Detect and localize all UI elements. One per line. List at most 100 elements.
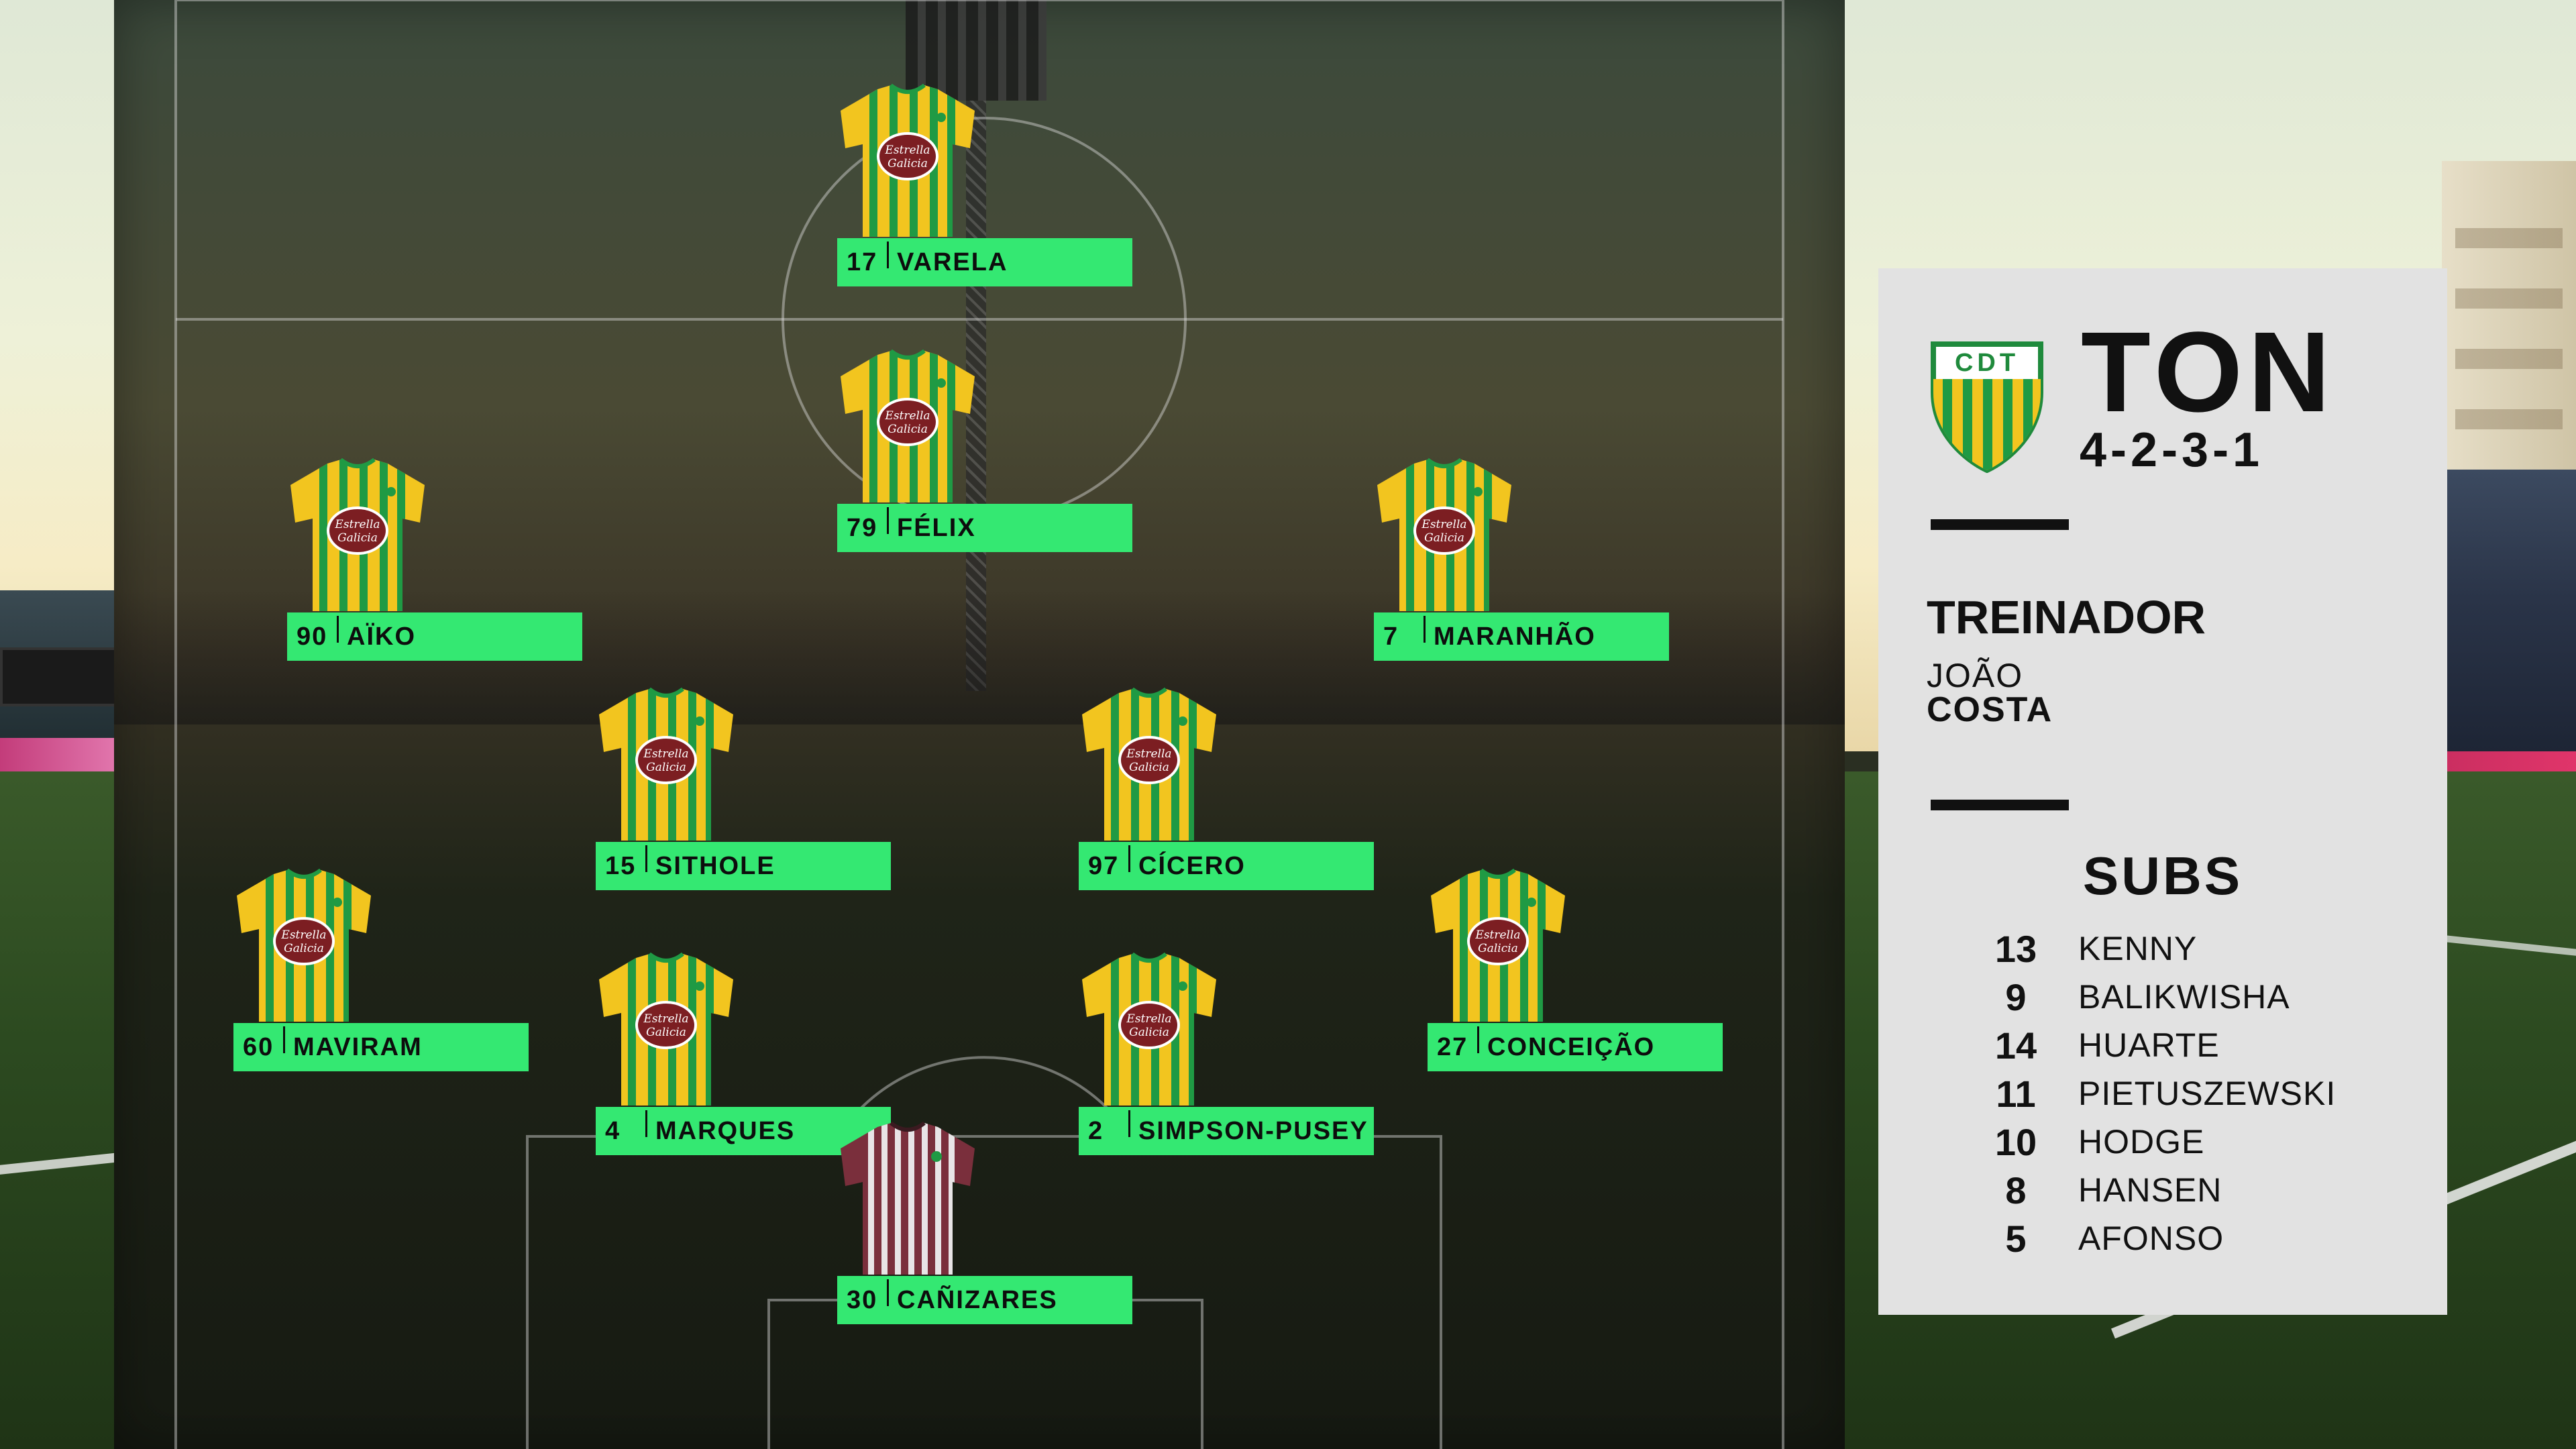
tag-separator <box>337 616 339 643</box>
sub-number: 10 <box>1994 1120 2037 1163</box>
player-number: 30 <box>847 1285 878 1314</box>
tag-separator <box>645 845 647 872</box>
tag-separator <box>1128 845 1130 872</box>
sub-number: 8 <box>2005 1169 2027 1212</box>
tag-separator <box>887 241 889 268</box>
player-tag: 7 MARANHÃO <box>1374 612 1669 661</box>
player-tag: 30 CAÑIZARES <box>837 1276 1132 1324</box>
tag-separator <box>1424 616 1426 643</box>
player-name: CÍCERO <box>1138 851 1246 880</box>
sponsor-logo-text: Estrella <box>1126 1012 1171 1026</box>
sub-number: 13 <box>1994 927 2037 970</box>
sub-row[interactable]: 5 AFONSO <box>1878 1214 2447 1263</box>
sub-number: 5 <box>2005 1217 2027 1260</box>
player-tag: 17 VARELA <box>837 238 1132 286</box>
formation-label: 4-2-3-1 <box>2080 423 2264 477</box>
sub-name: KENNY <box>2078 930 2198 967</box>
sub-number: 11 <box>1996 1072 2036 1115</box>
sub-row[interactable]: 10 HODGE <box>1878 1118 2447 1166</box>
sponsor-logo-text: Galicia <box>284 942 324 955</box>
sponsor-logo-text: Galicia <box>1129 1026 1169 1039</box>
tag-separator <box>283 1026 285 1053</box>
sponsor-logo-text: Galicia <box>1424 531 1464 545</box>
player-name: AÏKO <box>347 622 416 651</box>
player-name: SIMPSON-PUSEY <box>1138 1116 1368 1145</box>
team-abbreviation: TON <box>2081 309 2336 436</box>
sponsor-logo-text: Estrella <box>1474 928 1520 942</box>
sub-row[interactable]: 8 HANSEN <box>1878 1166 2447 1214</box>
player-number: 4 <box>605 1116 621 1145</box>
building <box>2442 161 2576 510</box>
sub-name: HUARTE <box>2078 1026 2220 1064</box>
sub-row[interactable]: 11 PIETUSZEWSKI <box>1878 1069 2447 1118</box>
tag-separator <box>1477 1026 1479 1053</box>
player-name: MARANHÃO <box>1434 622 1596 651</box>
sponsor-logo-text: Estrella <box>1126 747 1171 761</box>
tag-separator <box>645 1110 647 1137</box>
goalkeeper-shirt-icon <box>841 1122 975 1275</box>
sponsor-logo-text: Galicia <box>888 423 928 436</box>
sub-name: AFONSO <box>2078 1220 2224 1257</box>
sponsor-logo-text: Galicia <box>646 761 686 774</box>
club-crest-icon: CDT <box>1931 341 2043 473</box>
coach-first-name: JOÃO <box>1927 657 2024 694</box>
sub-name: HODGE <box>2078 1123 2205 1161</box>
floodlight <box>906 0 1046 101</box>
player-tag: 2 SIMPSON-PUSEY <box>1079 1107 1374 1155</box>
player-tag: 60 MAVIRAM <box>233 1023 529 1071</box>
player-tag: 4 MARQUES <box>596 1107 891 1155</box>
player-tag: 97 CÍCERO <box>1079 842 1374 890</box>
player-tag: 79 FÉLIX <box>837 504 1132 552</box>
player-number: 60 <box>243 1032 274 1061</box>
coach-heading: TREINADOR <box>1927 591 2206 643</box>
player-card[interactable]: 30 CAÑIZARES <box>837 1122 1132 1324</box>
sponsor-logo-text: Estrella <box>1421 518 1466 531</box>
sub-row[interactable]: 9 BALIKWISHA <box>1878 973 2447 1021</box>
sub-name: PIETUSZEWSKI <box>2078 1075 2337 1112</box>
sub-number: 9 <box>2005 975 2027 1018</box>
divider <box>1931 519 2069 530</box>
player-number: 17 <box>847 248 878 276</box>
player-number: 27 <box>1437 1032 1468 1061</box>
sponsor-logo-text: Galicia <box>888 157 928 170</box>
pitch-markings <box>174 0 1784 1449</box>
tag-separator <box>887 1279 889 1306</box>
penalty-box <box>526 1135 1442 1449</box>
sub-row[interactable]: 13 KENNY <box>1878 924 2447 973</box>
player-number: 15 <box>605 851 637 880</box>
sub-name: BALIKWISHA <box>2078 978 2290 1016</box>
player-name: FÉLIX <box>897 513 976 542</box>
player-name: MARQUES <box>655 1116 796 1145</box>
player-name: VARELA <box>897 248 1008 276</box>
sponsor-logo-text: Estrella <box>884 409 930 423</box>
player-tag: 15 SITHOLE <box>596 842 891 890</box>
divider <box>1931 800 2069 810</box>
tag-separator <box>887 507 889 534</box>
sub-row[interactable]: 14 HUARTE <box>1878 1021 2447 1069</box>
player-tag: 27 CONCEIÇÃO <box>1428 1023 1723 1071</box>
tag-separator <box>1128 1110 1130 1137</box>
coach-last-name: COSTA <box>1927 690 2053 729</box>
sub-name: HANSEN <box>2078 1171 2222 1209</box>
